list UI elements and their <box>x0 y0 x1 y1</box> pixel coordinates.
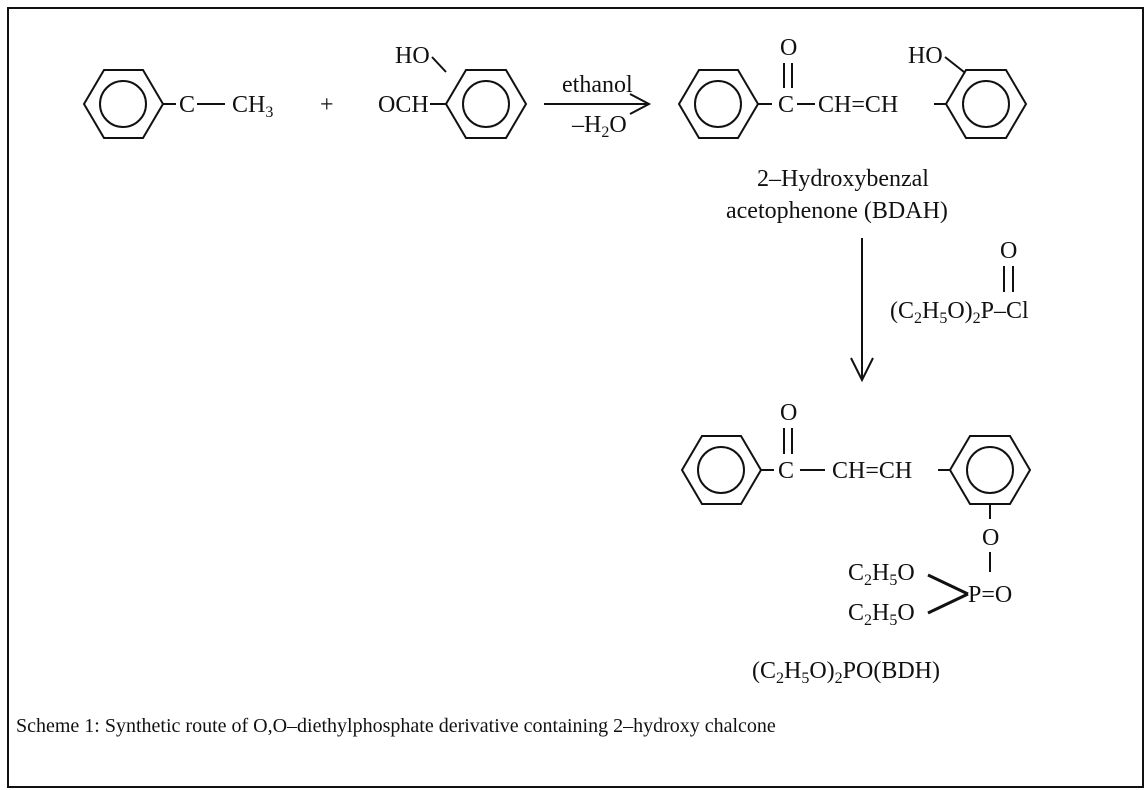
reagent-salicylaldehyde: HO OCH <box>378 43 528 139</box>
hydroxyl-label: HO <box>908 43 943 69</box>
aldehyde-label: OCH <box>378 92 429 118</box>
carbonyl-carbon-label: C <box>778 92 794 118</box>
benzene-ring-icon <box>444 69 528 139</box>
compound-formula: (C2H5O)2PO(BDH) <box>752 658 940 687</box>
bond-line <box>431 56 447 73</box>
benzene-ring-icon <box>944 69 1028 139</box>
product-bdah: O C CH=CH HO 2–Hydroxybenzal acetophenon… <box>677 35 1028 224</box>
carbonyl-oxygen-label: O <box>780 400 797 426</box>
benzene-ring-icon <box>677 69 760 139</box>
phosphoryl-chloride-reagent: O (C2H5O)2P–Cl <box>890 238 1029 327</box>
reagent-formula: (C2H5O)2P–Cl <box>890 298 1029 327</box>
arrow-bottom-label: –H2O <box>571 112 627 141</box>
benzene-ring-icon <box>82 69 165 139</box>
vinyl-chain-label: CH=CH <box>832 458 912 484</box>
reagent-acetophenone: C CH3 <box>82 69 273 139</box>
carbon-label: C <box>179 92 195 118</box>
reaction-arrow-2 <box>850 238 874 383</box>
product-phosphate: O C CH=CH O C2H5O C2H5O P=O (C2H5O)2PO(B… <box>680 400 1032 687</box>
scheme-caption: Scheme 1: Synthetic route of O,O–diethyl… <box>16 715 776 737</box>
wedge-bond-line <box>927 573 969 596</box>
bond-line <box>944 56 965 73</box>
phenoxy-oxygen-label: O <box>982 525 999 551</box>
vinyl-chain-label: CH=CH <box>818 92 898 118</box>
ethoxy-group-1: C2H5O <box>848 560 915 589</box>
reaction-arrow-1: ethanol –H2O <box>544 72 652 141</box>
carbonyl-oxygen-label: O <box>780 35 797 61</box>
arrow-top-label: ethanol <box>562 72 633 98</box>
phosphorus-label: P=O <box>968 582 1012 608</box>
plus-sign: + <box>320 92 334 118</box>
figure-frame <box>7 7 1144 788</box>
methyl-label: CH3 <box>232 92 273 121</box>
compound-name-line-1: 2–Hydroxybenzal <box>757 166 929 192</box>
benzene-ring-icon <box>680 435 763 505</box>
ethoxy-group-2: C2H5O <box>848 600 915 629</box>
phosphoryl-oxygen-label: O <box>1000 238 1017 264</box>
benzene-ring-icon <box>948 435 1032 505</box>
hydroxyl-label: HO <box>395 43 430 69</box>
carbonyl-carbon-label: C <box>778 458 794 484</box>
compound-name-line-2: acetophenone (BDAH) <box>726 198 948 224</box>
wedge-bond-line <box>927 592 969 615</box>
